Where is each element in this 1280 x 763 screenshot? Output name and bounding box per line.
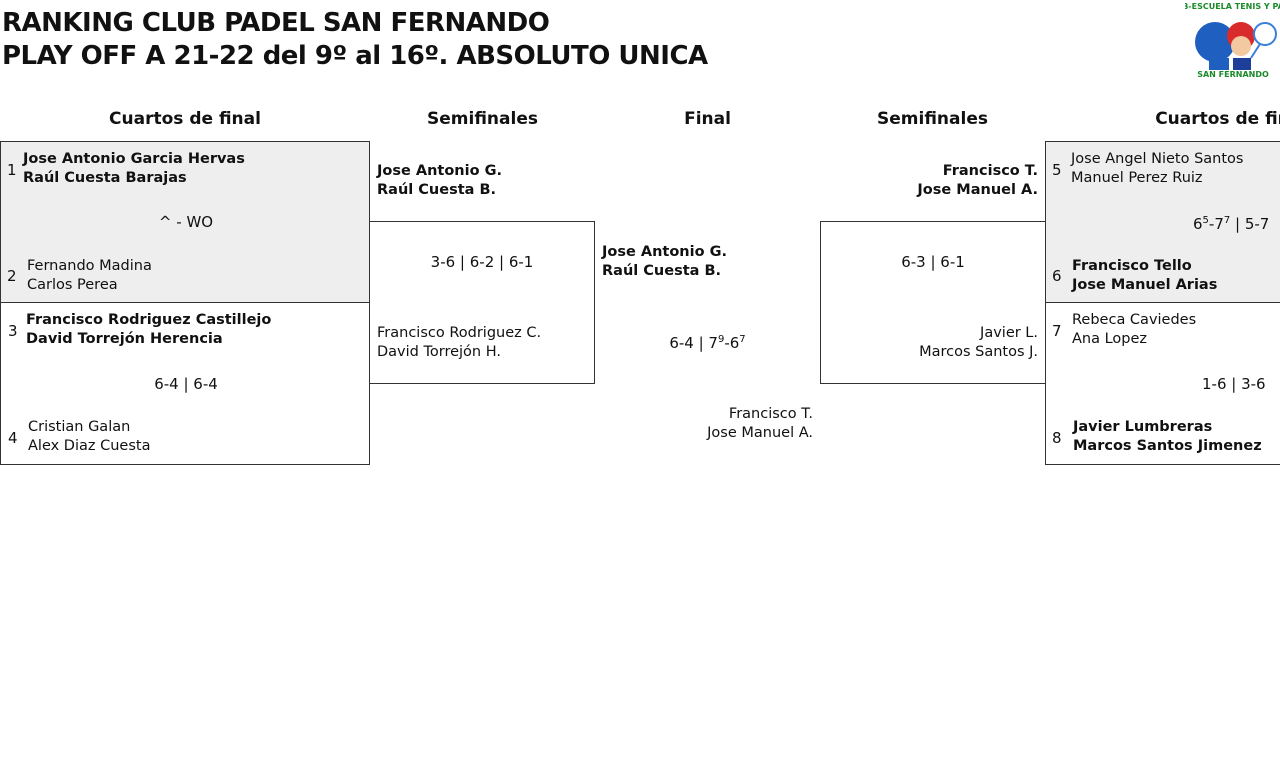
club-logo: CLUB-ESCUELA TENIS Y PADEL SAN FERNANDO [1185, 2, 1280, 79]
col-header-sf-right: Semifinales [877, 109, 988, 129]
player-name: Jose Manuel Arias [1072, 277, 1218, 293]
col-header-qf-right: Cuartos de fin [1155, 109, 1280, 129]
seed-number: 1 [7, 161, 17, 179]
player-name: David Torrejón Herencia [26, 331, 223, 347]
seed-number: 7 [1052, 322, 1062, 340]
player-name: Francisco Rodriguez Castillejo [26, 312, 272, 328]
player-name: Jose Antonio Garcia Hervas [23, 151, 245, 167]
player-name: Alex Diaz Cuesta [28, 438, 151, 454]
match-score: 6-3 | 6-1 [901, 253, 965, 271]
player-name: Rebeca Caviedes [1072, 312, 1197, 328]
col-header-qf-left: Cuartos de final [109, 109, 261, 129]
seed-number: 4 [8, 429, 18, 447]
sf-right-team1-player: Jose Manuel A. [917, 182, 1038, 198]
final-team2-player: Francisco T. [728, 406, 813, 422]
player-name: Carlos Perea [27, 277, 118, 293]
sf-right-team1-player: Francisco T. [942, 163, 1038, 179]
qf-right-bottom-match: 7 Rebeca Caviedes Ana Lopez 1-6 | 3-6 8 … [1045, 302, 1280, 465]
player-name: Francisco Tello [1072, 258, 1192, 274]
col-header-final: Final [684, 109, 731, 129]
final-team2-player: Jose Manuel A. [707, 425, 813, 441]
final-score: 6-4 | 79-67 [669, 334, 746, 352]
match-score: ^ - WO [158, 213, 214, 231]
final-team1-player: Raúl Cuesta B. [602, 263, 722, 279]
player-name: Cristian Galan [28, 419, 131, 435]
sf-left-team1-player: Jose Antonio G. [377, 163, 503, 179]
match-score: 3-6 | 6-2 | 6-1 [430, 253, 534, 271]
page-title-line2: PLAY OFF A 21-22 del 9º al 16º. ABSOLUTO… [2, 41, 708, 71]
qf-left-top-match: 1 Jose Antonio Garcia Hervas Raúl Cuesta… [0, 141, 370, 303]
match-score: 65-77 | 5-7 [1193, 215, 1270, 233]
seed-number: 5 [1052, 161, 1062, 179]
player-name: Raúl Cuesta Barajas [23, 170, 187, 186]
player-name: Marcos Santos J. [919, 344, 1038, 360]
match-score: 1-6 | 3-6 [1202, 375, 1266, 393]
seed-number: 2 [7, 267, 17, 285]
sf-right-match: 6-3 | 6-1 Javier L. Marcos Santos J. [820, 221, 1046, 384]
sf-left-match: 3-6 | 6-2 | 6-1 Francisco Rodriguez C. D… [369, 221, 595, 384]
player-name: Marcos Santos Jimenez [1073, 438, 1262, 454]
seed-number: 8 [1052, 429, 1062, 447]
player-name: Ana Lopez [1072, 331, 1148, 347]
player-name: Javier Lumbreras [1073, 419, 1213, 435]
player-name: Fernando Madina [27, 258, 152, 274]
svg-text:SAN FERNANDO: SAN FERNANDO [1197, 70, 1269, 79]
player-name: Manuel Perez Ruiz [1071, 170, 1203, 186]
seed-number: 3 [8, 322, 18, 340]
sf-left-team1-player: Raúl Cuesta B. [377, 182, 497, 198]
match-score: 6-4 | 6-4 [154, 375, 218, 393]
final-team1-player: Jose Antonio G. [602, 244, 728, 260]
player-name: Francisco Rodriguez C. [377, 325, 542, 341]
qf-right-top-match: 5 Jose Angel Nieto Santos Manuel Perez R… [1045, 141, 1280, 303]
player-name: Jose Angel Nieto Santos [1071, 151, 1244, 167]
svg-text:CLUB-ESCUELA TENIS Y PADEL: CLUB-ESCUELA TENIS Y PADEL [1185, 2, 1280, 11]
player-name: David Torrejón H. [377, 344, 501, 360]
qf-left-bottom-match: 3 Francisco Rodriguez Castillejo David T… [0, 302, 370, 465]
page-title-line1: RANKING CLUB PADEL SAN FERNANDO [2, 8, 550, 38]
player-name: Javier L. [980, 325, 1038, 341]
seed-number: 6 [1052, 267, 1062, 285]
col-header-sf-left: Semifinales [427, 109, 538, 129]
